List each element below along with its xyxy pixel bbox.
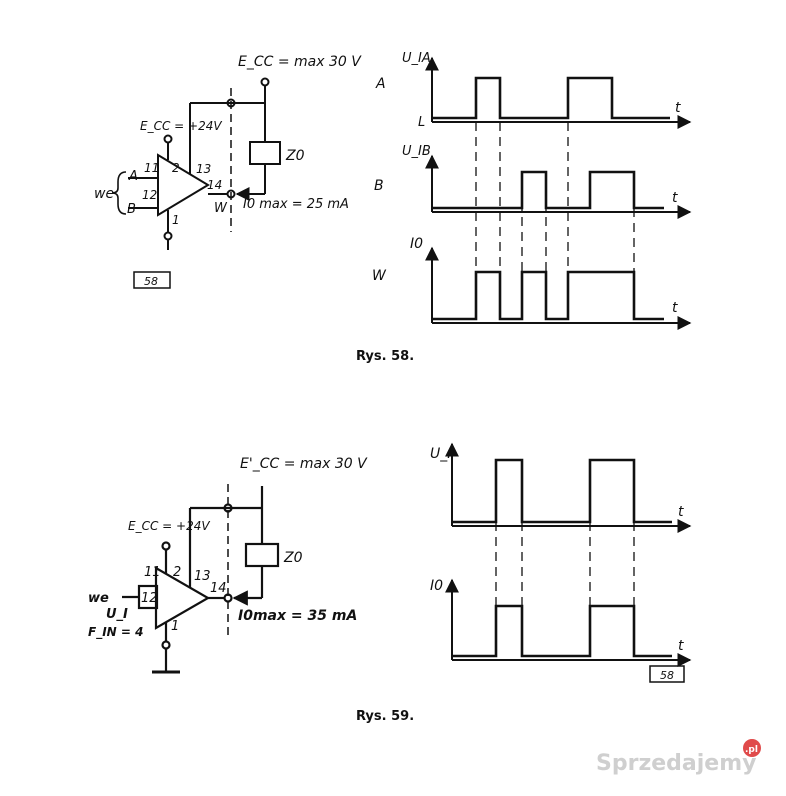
fig58-pin-14: 14 [207,178,222,192]
fig58-wave-w-axis: I0 [410,236,423,252]
fig58-input-b: B [127,202,136,217]
fig58-wave-a-axis: U_IA [402,51,431,66]
fig58-t-w: t [672,300,678,316]
fig59-circuit [122,484,280,674]
fig59-current-label: I0max = 35 mA [238,608,357,624]
fig59-vcc-label: E_CC = +24V [128,519,210,533]
fig58-tag-box [133,271,171,289]
fig59-caption: Rys. 59. [356,709,414,724]
fig59-t-u: t [678,504,684,520]
fig58-gate-triangle [157,153,210,217]
fig59-tag: 58 [660,669,674,682]
fig58-waveforms [425,56,692,330]
fig59-wave-u-axis: U_I [430,446,451,462]
fig59-waveform-labels: U_I t I0 t 58 [430,446,684,682]
fig58-wave-b-axis: U_IB [402,144,431,159]
fig59-wave-i [452,604,672,658]
fig59-ui: U_I [106,607,128,622]
fig58-wave-w-label: W [372,268,387,284]
fig58-pin-13: 13 [196,162,211,176]
fig59-t-i: t [678,638,684,654]
fig58-pin-1: 1 [172,213,180,227]
fig58-output-w: W [214,201,228,216]
fig58-caption: Rys. 58. [356,349,414,364]
fig58-t-a: t [675,100,681,116]
fig59-pin-2: 2 [173,565,181,580]
fig59-pin-13: 13 [194,569,211,584]
fig58-pin-11: 11 [144,161,159,175]
fig59-load-z0 [244,542,280,568]
fig59-waveforms [445,442,692,683]
fig58-load-z0 [249,141,281,165]
fig59-wave-u [452,458,672,524]
fig58-waveform-labels: U_IA A L t U_IB B t I0 W t [372,51,681,316]
fig58-supply-label: E_CC = max 30 V [238,54,362,70]
fig59-pin-12: 12 [141,591,158,606]
fig58-vcc-label: E_CC = +24V [140,119,222,133]
watermark-text: Sprzedajemy [596,751,757,776]
fig58-wave-a [432,76,670,120]
fig59-tag-box [649,665,685,683]
fig59-load-label: Z0 [283,550,303,566]
fig58-circuit-labels: E_CC = max 30 V E_CC = +24V 11 2 12 13 1… [94,54,362,288]
fig58-input-a: A [128,169,138,184]
fig59-we: we [88,591,109,606]
fig59-pin-1: 1 [171,619,179,634]
fig58-tag: 58 [144,275,158,288]
fig58-wave-b [432,170,664,210]
fig58-wave-a-low: L [418,115,425,130]
fig59-pin-11: 11 [144,565,161,580]
watermark: Sprzedajemy .pl [596,739,761,776]
fig59-supply-label: E'_CC = max 30 V [240,456,368,472]
fig58-t-b: t [672,190,678,206]
fig58-current-label: I0 max = 25 mA [243,197,349,212]
fig59-wave-i-axis: I0 [430,578,443,594]
fig58-wave-w [432,270,664,321]
fig58-wave-b-label: B [374,178,384,194]
fig58-wave-a-label: A [375,76,386,92]
fig58-circuit [111,77,281,289]
watermark-dot-icon [743,739,761,757]
fig58-we: we [94,186,114,202]
fig59-circuit-labels: E'_CC = max 30 V E_CC = +24V 11 2 12 13 … [88,456,368,640]
fig59-pin-14: 14 [210,581,227,596]
fig58-load-label: Z0 [285,148,305,164]
fig58-pin-2: 2 [172,161,180,175]
watermark-suffix: .pl [745,745,758,755]
fig58-pin-12: 12 [142,188,157,202]
fig59-fin: F_IN = 4 [88,625,143,640]
